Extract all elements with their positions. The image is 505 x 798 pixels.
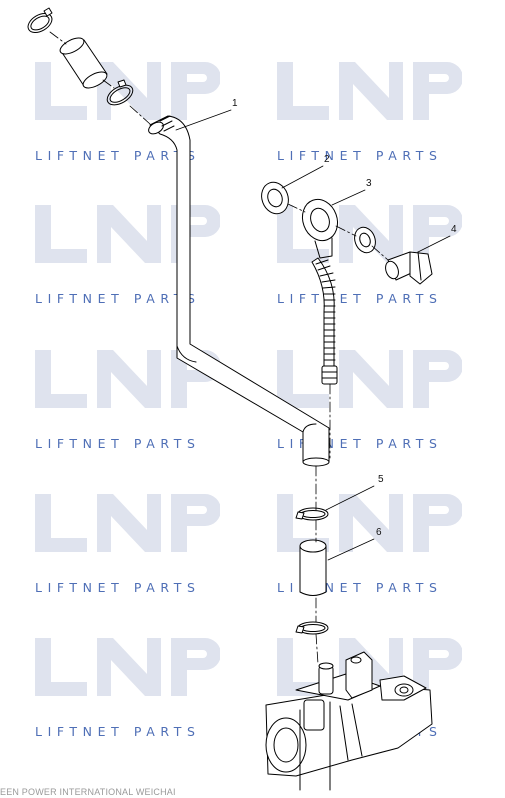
footer-caption: EEN POWER INTERNATIONAL WEICHAI	[0, 787, 176, 797]
sealing-washer-lower	[354, 226, 376, 254]
callout-4: 4	[451, 224, 457, 235]
callout-3: 3	[366, 178, 372, 189]
callout-5: 5	[378, 474, 384, 485]
watermark-text: LIFTNET PARTS	[35, 291, 201, 306]
corrugated-hose	[311, 257, 338, 385]
hose-clamp	[295, 507, 329, 521]
watermark-text: LIFTNET PARTS	[35, 148, 201, 163]
lnp-watermark-logo	[35, 350, 220, 408]
watermark-text: LIFTNET PARTS	[277, 148, 443, 163]
callout-1: 1	[232, 98, 238, 109]
top-rubber-sleeve	[59, 37, 108, 89]
lower-hose-clamp	[295, 621, 329, 635]
engine-breather-housing	[265, 651, 433, 791]
watermark-text: LIFTNET PARTS	[35, 580, 201, 595]
watermark-text: LIFTNET PARTS	[35, 436, 201, 451]
lnp-watermark-logo	[277, 62, 462, 120]
top-hose-clamp	[27, 7, 53, 33]
rubber-sleeve	[299, 539, 327, 596]
sealing-washer-upper	[261, 181, 289, 215]
upper-hose-clamp	[106, 79, 134, 106]
watermark-text: LIFTNET PARTS	[35, 724, 201, 739]
assembly-centerlines	[49, 31, 389, 665]
watermark-text: LIFTNET PARTS	[277, 291, 443, 306]
lnp-watermark-logo	[35, 62, 220, 120]
banjo-fitting	[301, 198, 339, 259]
lnp-watermark-logo	[35, 638, 220, 696]
lnp-watermark-logo	[35, 494, 220, 552]
callout-6: 6	[376, 527, 382, 538]
callout-2: 2	[324, 154, 330, 165]
lnp-watermark-logo	[277, 350, 462, 408]
callout-leader-lines	[175, 109, 451, 561]
breather-pipe	[148, 115, 330, 467]
banjo-bolt	[385, 251, 433, 285]
lnp-watermark-logo	[277, 494, 462, 552]
